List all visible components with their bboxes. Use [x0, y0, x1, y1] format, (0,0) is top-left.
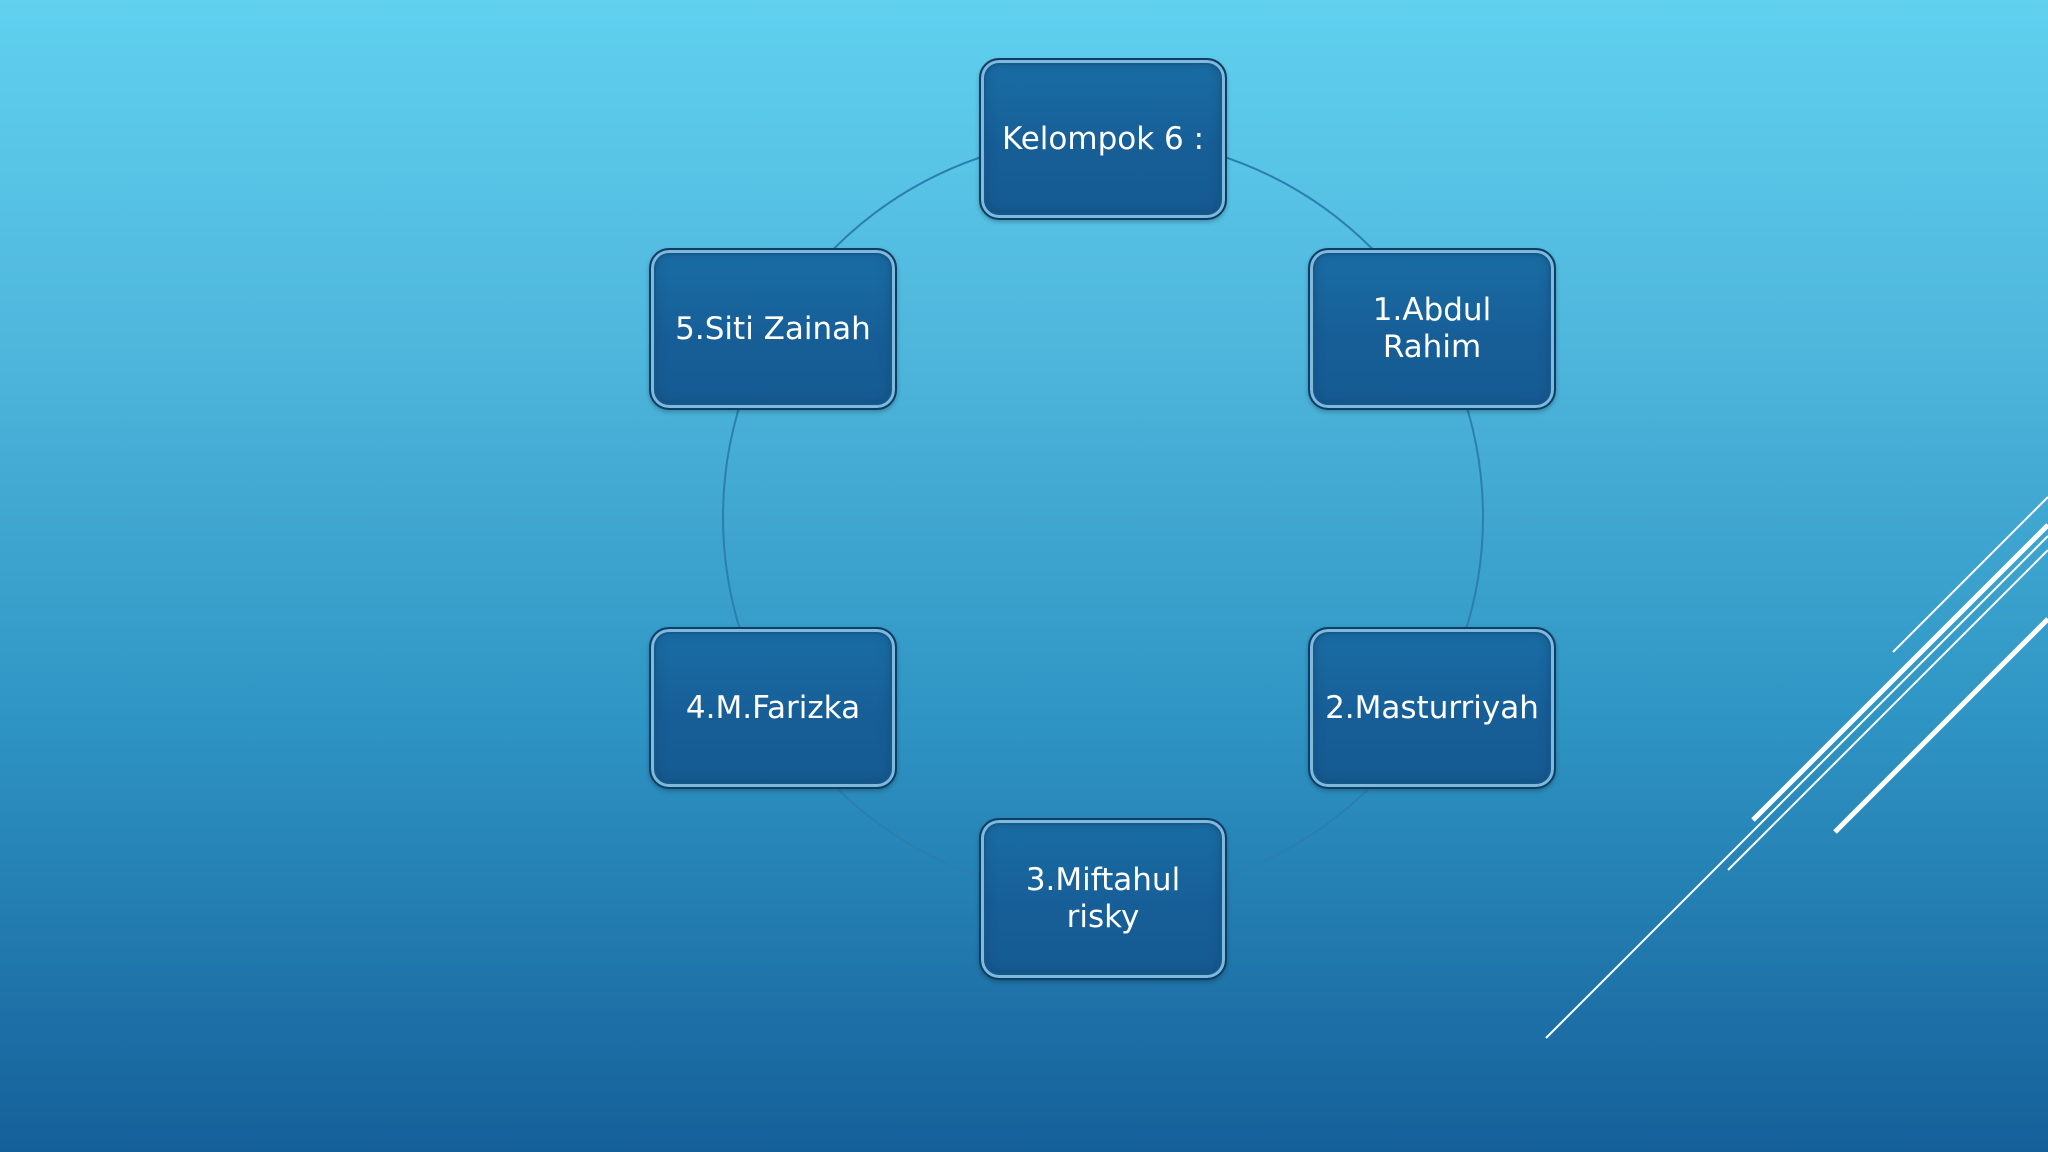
- node-member-3: 3.Miftahul risky: [979, 818, 1227, 980]
- node-label: 3.Miftahul risky: [1025, 862, 1181, 935]
- node-kelompok-title: Kelompok 6 :: [979, 58, 1227, 220]
- node-member-1: 1.Abdul Rahim: [1308, 248, 1556, 410]
- node-label: 4.M.Farizka: [685, 689, 861, 726]
- node-member-4: 4.M.Farizka: [649, 627, 897, 789]
- deco-line-short: [1892, 496, 2048, 653]
- deco-line-thick-upper: [1751, 523, 2048, 822]
- node-label: 5.Siti Zainah: [675, 310, 871, 347]
- node-label: 1.Abdul Rahim: [1372, 292, 1492, 365]
- node-label: Kelompok 6 :: [1001, 120, 1205, 157]
- node-member-2: 2.Masturriyah: [1308, 627, 1556, 789]
- deco-line-mid: [1727, 549, 2048, 871]
- deco-line-thick-lower: [1833, 617, 2048, 834]
- node-label: 2.Masturriyah: [1325, 689, 1539, 726]
- node-member-5: 5.Siti Zainah: [649, 248, 897, 410]
- deco-line-long: [1545, 535, 2048, 1039]
